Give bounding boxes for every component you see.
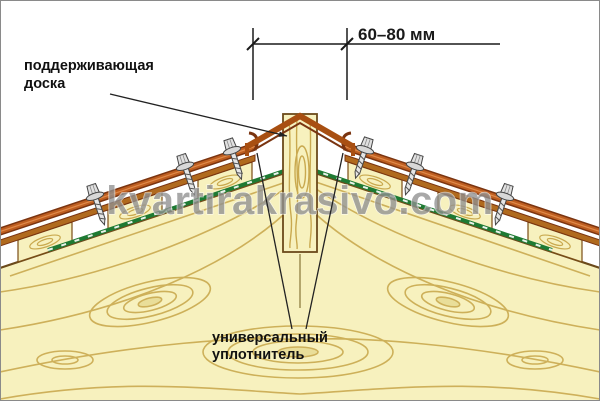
ridge-cap bbox=[245, 112, 355, 156]
watermark: kvartirakrasivo.com bbox=[106, 179, 494, 223]
supporting-board-pointer-arrow bbox=[278, 131, 287, 137]
seal-strip-left-dashes bbox=[47, 168, 291, 251]
seal-label: универсальный уплотнитель bbox=[212, 152, 344, 363]
supporting-board-pointer-line bbox=[109, 93, 288, 137]
seal-label-line1: универсальный bbox=[212, 330, 328, 346]
seal-pointer-line-left bbox=[256, 152, 293, 330]
ridge-cap-sheet bbox=[246, 112, 354, 149]
supporting-board-label-line2: доска bbox=[24, 76, 66, 92]
seal-pointer-line-right bbox=[305, 152, 344, 330]
supporting-board-label-line1: поддерживающая bbox=[24, 58, 154, 74]
wood-grain bbox=[0, 179, 600, 400]
dimension-value: 60–80 мм bbox=[358, 25, 435, 44]
sheet-highlight-left bbox=[0, 145, 256, 233]
seal-label-line2: уплотнитель bbox=[212, 347, 304, 363]
ridge-cap-underside bbox=[251, 121, 349, 152]
ridge-board-grain bbox=[288, 119, 312, 250]
seal-strips bbox=[47, 167, 553, 252]
dimension-annotation: 60–80 мм bbox=[246, 25, 500, 100]
supporting-board-label: поддерживающая доска bbox=[24, 58, 288, 137]
dimension-tick bbox=[246, 37, 260, 51]
sheet-highlight-right bbox=[344, 145, 600, 233]
seal-strip-right-dashes bbox=[309, 168, 553, 251]
dimension-tick bbox=[340, 37, 354, 51]
ridge-board bbox=[282, 113, 318, 253]
